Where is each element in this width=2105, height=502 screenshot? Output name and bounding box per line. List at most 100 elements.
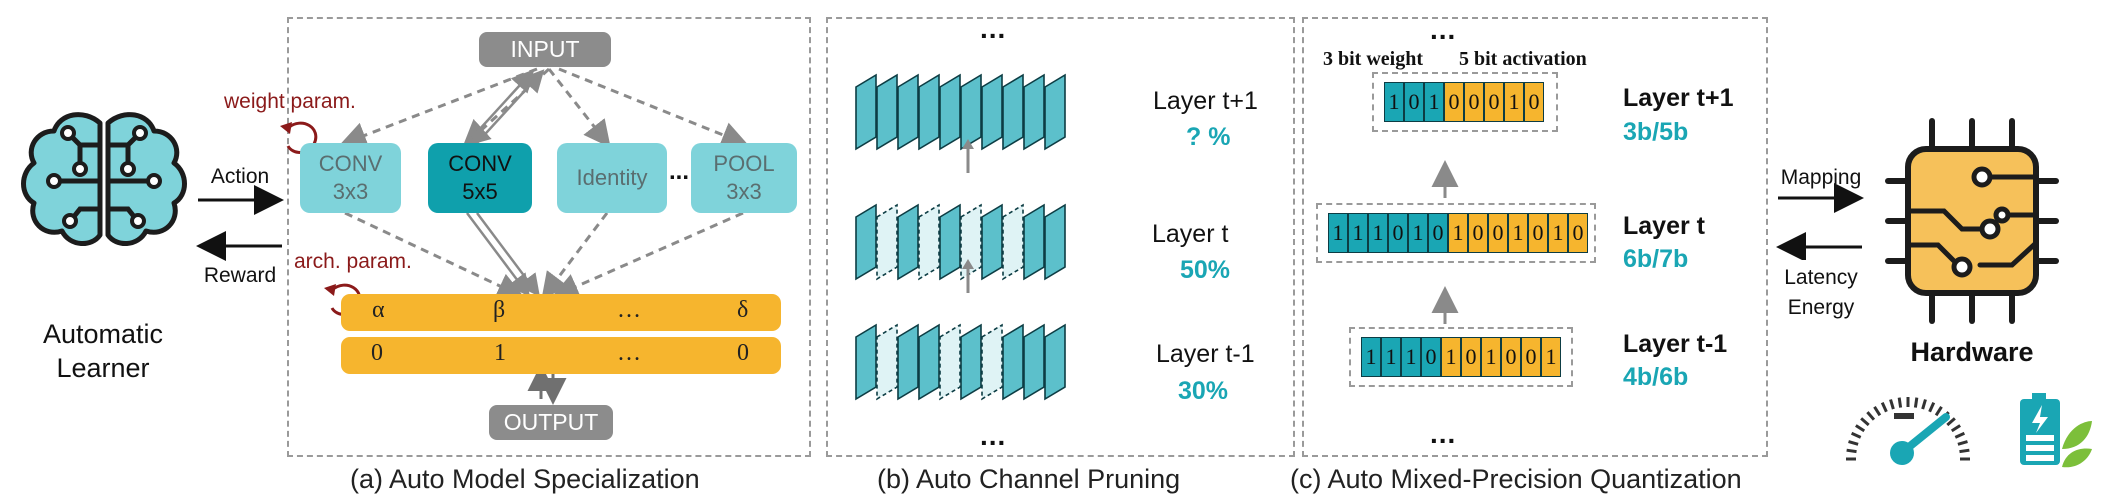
activation-bit: 0 xyxy=(1501,337,1521,377)
weight-bit: 1 xyxy=(1361,337,1381,377)
weight-param-label: weight param. xyxy=(224,90,356,113)
battery-icon xyxy=(2020,393,2092,468)
activation-bit: 1 xyxy=(1448,213,1468,253)
channel xyxy=(1044,73,1066,151)
channel xyxy=(876,73,898,151)
weight-bit: 1 xyxy=(1368,213,1388,253)
channel xyxy=(855,73,877,151)
action-label: Action xyxy=(210,165,270,188)
arch-param-label: arch. param. xyxy=(294,250,412,273)
channel xyxy=(981,203,1003,281)
pruning-layer-t-name: Layer t xyxy=(1152,220,1229,248)
pruning-bottom-ellipsis: ... xyxy=(980,420,1007,451)
channel xyxy=(1023,73,1045,151)
latency-label: Latency xyxy=(1784,266,1858,289)
binary-gate-2: 0 xyxy=(737,340,749,366)
quant-layer-tp1-name: Layer t+1 xyxy=(1623,84,1734,112)
activation-bit: 0 xyxy=(1468,213,1488,253)
activation-bit: 0 xyxy=(1524,82,1544,122)
pruned-channel xyxy=(918,203,940,281)
activation-bit: 0 xyxy=(1521,337,1541,377)
channel xyxy=(939,73,961,151)
channel xyxy=(855,203,877,281)
channel-stacks xyxy=(855,73,1066,401)
quant-layer-tm1-bits: 4b/6b xyxy=(1623,363,1689,391)
op-conv3x3[interactable]: CONV 3x3 xyxy=(300,143,401,213)
quant-layer-tm1-name: Layer t-1 xyxy=(1623,330,1728,358)
binary-gate-1: 1 xyxy=(494,340,506,366)
speedometer-icon xyxy=(1846,397,1970,465)
activation-bit: 0 xyxy=(1464,82,1484,122)
activation-bit: 0 xyxy=(1444,82,1464,122)
binary-gate-0: 0 xyxy=(371,340,383,366)
layer-flow-arrowhead xyxy=(962,139,974,149)
arch-param-ellipsis: … xyxy=(617,297,641,323)
panel-auto-model-specialization xyxy=(287,17,811,457)
weight-bit: 1 xyxy=(1348,213,1368,253)
activation-bit: 0 xyxy=(1528,213,1548,253)
learner-label-line2: Learner xyxy=(56,353,150,383)
quant-flow-arrows xyxy=(1431,160,1459,324)
pruning-layer-tp1-ratio: ? % xyxy=(1186,123,1231,151)
channel xyxy=(939,203,961,281)
pruned-channel xyxy=(960,203,982,281)
arch-param-alpha: α xyxy=(372,297,385,323)
binary-gate-ellipsis: … xyxy=(617,340,641,366)
arch-param-delta: δ xyxy=(737,297,749,323)
channel xyxy=(981,73,1003,151)
quant-bottom-ellipsis: ... xyxy=(1430,418,1457,449)
panel-auto-mixed-precision-quantization xyxy=(1302,17,1768,457)
op-conv5x5-line2: 5x5 xyxy=(462,179,498,204)
weight-bit: 0 xyxy=(1404,82,1424,122)
activation-bit: 0 xyxy=(1568,213,1588,253)
activation-bits-legend: 5 bit activation xyxy=(1459,48,1587,70)
op-pool3x3-line2: 3x3 xyxy=(726,179,762,204)
ops-ellipsis: ... xyxy=(669,158,690,185)
channel xyxy=(918,73,940,151)
chip-icon xyxy=(1885,118,2059,324)
quant-top-ellipsis: ... xyxy=(1430,14,1457,45)
channel xyxy=(960,73,982,151)
op-identity[interactable]: Identity xyxy=(557,143,667,213)
weight-bit: 1 xyxy=(1401,337,1421,377)
pruned-channel xyxy=(981,323,1003,401)
op-conv5x5-line1: CONV xyxy=(448,151,512,176)
mapping-label: Mapping xyxy=(1780,166,1862,189)
mapping-arrows xyxy=(1776,183,1864,260)
op-conv5x5[interactable]: CONV 5x5 xyxy=(428,143,532,213)
activation-bit: 1 xyxy=(1481,337,1501,377)
pruned-channel xyxy=(1002,203,1024,281)
learner-label-line1: Automatic xyxy=(42,319,164,349)
channel xyxy=(960,323,982,401)
op-pool3x3-line1: POOL xyxy=(713,151,775,176)
energy-label: Energy xyxy=(1787,296,1855,319)
panel-b-caption: (b) Auto Channel Pruning xyxy=(877,464,1181,494)
layer-flow-arrowhead xyxy=(962,259,974,269)
weight-bit: 1 xyxy=(1384,82,1404,122)
channel xyxy=(1023,203,1045,281)
pruning-layer-tp1-name: Layer t+1 xyxy=(1153,87,1258,115)
pruned-channel xyxy=(939,323,961,401)
op-pool3x3[interactable]: POOL 3x3 xyxy=(691,143,797,213)
channel xyxy=(1044,203,1066,281)
arch-param-bar: α β … δ xyxy=(341,294,781,331)
arch-param-beta: β xyxy=(493,297,506,323)
brain-icon xyxy=(21,112,187,246)
learner-label: Automatic Learner xyxy=(8,317,198,385)
quant-layer-t-bits: 6b/7b xyxy=(1623,245,1689,273)
activation-bit: 1 xyxy=(1441,337,1461,377)
weight-bit: 1 xyxy=(1424,82,1444,122)
hardware-label: Hardware xyxy=(1910,337,2034,367)
pruning-layer-t-ratio: 50% xyxy=(1180,256,1231,284)
op-conv3x3-line2: 3x3 xyxy=(332,179,369,204)
activation-bit: 1 xyxy=(1548,213,1568,253)
reward-label: Reward xyxy=(203,264,277,287)
activation-bit: 0 xyxy=(1484,82,1504,122)
pruning-top-ellipsis: ... xyxy=(980,13,1007,44)
weight-bit: 1 xyxy=(1328,213,1348,253)
panel-c-caption: (c) Auto Mixed-Precision Quantization xyxy=(1290,464,1742,494)
channel xyxy=(897,323,919,401)
channel xyxy=(1002,323,1024,401)
